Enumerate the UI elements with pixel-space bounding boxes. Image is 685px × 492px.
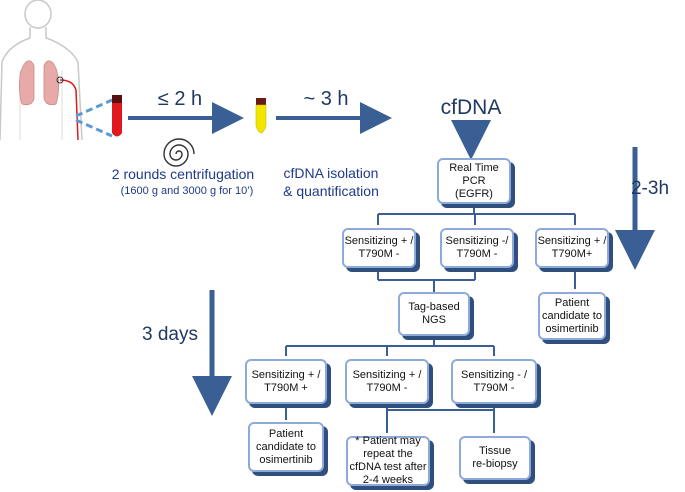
box-line: Sensitizing - / <box>460 368 528 381</box>
box-line: T790M + <box>264 381 308 394</box>
plasma-tube-icon <box>255 98 267 134</box>
box-line: T790M - <box>456 248 498 260</box>
ngs-time-label: 3 days <box>142 324 198 345</box>
analyte-label: cfDNA <box>440 96 502 119</box>
blood-tube-icon <box>112 95 122 137</box>
box-line: Patient <box>268 427 304 440</box>
box-line: Sensitizing -/ <box>445 235 509 247</box>
box-line: osimertinib <box>259 453 313 466</box>
ngs-result-sensitizing-neg-t790m-neg: Sensitizing - /T790M - <box>451 359 537 404</box>
ngs-result-sensitizing-pos-t790m-pos: Sensitizing + /T790M + <box>245 359 327 404</box>
pcr-result-sensitizing-neg-t790m-neg: Sensitizing -/T790M - <box>440 228 514 268</box>
box-line: repeat the <box>363 448 413 460</box>
pcr-time-label: 2-3h <box>630 178 670 199</box>
box-line: T790M+ <box>551 248 593 260</box>
box-line: Sensitizing + / <box>537 235 607 247</box>
box-line: T790M - <box>358 248 400 260</box>
box-line: Tissue <box>479 445 511 457</box>
box-line: Sensitizing + / <box>344 235 414 247</box>
isolation-time-label: ~ 3 h <box>303 88 349 110</box>
box-line: osimertinib <box>545 322 599 335</box>
pcr-result-sensitizing-pos-t790m-neg: Sensitizing + /T790M - <box>342 228 416 268</box>
box-line: Sensitizing + / <box>251 368 321 381</box>
centrifuge-spiral-icon <box>163 138 195 167</box>
box-line: T790M - <box>366 381 408 394</box>
box-line: Sensitizing + / <box>352 368 422 381</box>
human-torso-icon <box>0 0 83 141</box>
centrifugation-caption: 2 rounds centrifugation <box>111 166 255 182</box>
box-line: * Patient may <box>355 435 421 447</box>
pcr-connector <box>377 204 576 225</box>
box-line: candidate to <box>256 440 316 453</box>
box-line: 2-4 weeks <box>362 474 414 486</box>
box-line: NGS <box>422 314 446 326</box>
pcr-result-sensitizing-pos-t790m-pos: Sensitizing + /T790M+ <box>535 228 609 268</box>
outcome-connector <box>285 404 495 433</box>
isolation-caption-line1: cfDNA isolation <box>283 165 379 181</box>
box-line: Patient <box>554 296 590 309</box>
box-line: Real Time <box>449 161 499 174</box>
isolation-caption-line2: & quantification <box>283 183 379 199</box>
ngs-connector <box>285 336 495 356</box>
box-line: Tag-based <box>408 301 460 313</box>
centrifugation-detail: (1600 g and 3000 g for 10’) <box>120 185 254 197</box>
collection-time-label: ≤ 2 h <box>157 88 203 110</box>
box-line: (EGFR) <box>455 187 493 200</box>
result-connector <box>377 268 576 292</box>
ngs-result-sensitizing-pos-t790m-neg: Sensitizing + /T790M - <box>345 359 429 404</box>
box-line: re-biopsy <box>472 458 518 470</box>
box-line: PCR <box>462 174 486 187</box>
box-line: cfDNA test after <box>349 461 427 473</box>
box-line: T790M - <box>473 381 515 394</box>
box-line: candidate to <box>542 309 602 322</box>
